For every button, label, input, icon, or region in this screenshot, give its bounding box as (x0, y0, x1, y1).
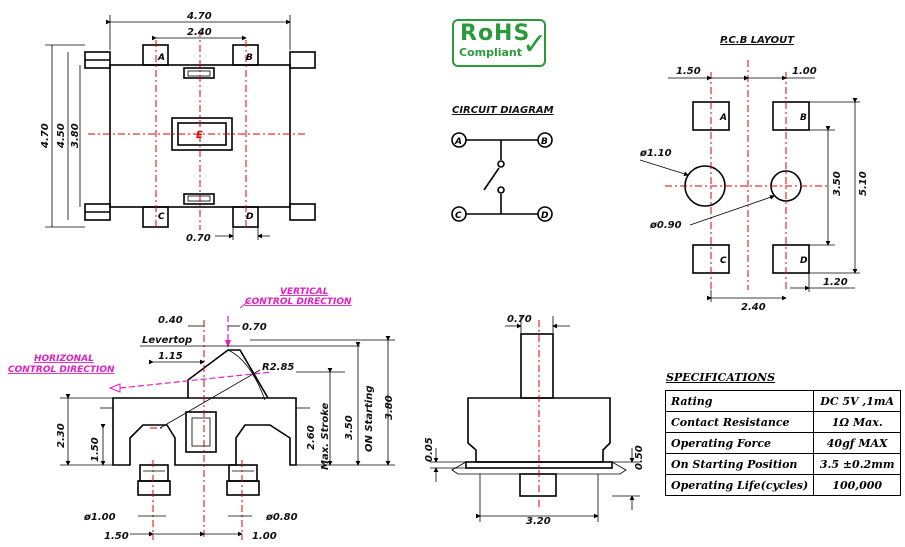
pcb-pad-label-b: B (800, 113, 807, 123)
circuit-node-a: A (454, 137, 462, 147)
dim-230: 2.30 (56, 423, 67, 448)
spec-label: Operating Force (664, 432, 815, 454)
specifications-title: SPECIFICATIONS (666, 371, 776, 384)
front-dim-left: 0.05 (424, 437, 435, 462)
rohs-text: RoHS (460, 21, 531, 46)
dim-height-inner: 3.80 (70, 123, 81, 148)
pcb-pad-b (772, 101, 810, 131)
dim-height-outer: 4.70 (40, 123, 51, 149)
horizontal-label-1: HORIZONAL (34, 354, 94, 364)
vertical-label-1: VERTICAL (280, 287, 329, 297)
pcb-pad-label-d: D (800, 256, 808, 266)
pcb-layout: P.C.B LAYOUT A B C D 1.50 1.00 ø1.10 ø0.… (639, 35, 869, 313)
circuit-title: CIRCUIT DIAGRAM (452, 105, 554, 116)
dim-b100: 1.00 (252, 531, 277, 542)
dim-height-mid: 4.50 (56, 123, 67, 149)
pcb-pad-d (772, 244, 810, 274)
spec-label: Contact Resistance (664, 411, 815, 433)
spec-label: On Starting Position (664, 453, 815, 475)
spec-value: DC 5V ,1mA (813, 390, 902, 412)
spec-label: Rating (664, 390, 815, 412)
on-starting-label: ON Starting (364, 386, 375, 453)
pcb-title: P.C.B LAYOUT (720, 35, 795, 46)
pcb-hole-small-label: ø0.90 (649, 220, 682, 231)
top-view: A B C D E 4.70 2.40 4.70 4.50 3.80 0.70 (40, 11, 316, 244)
dim-150: 1.50 (90, 437, 101, 462)
dim-115: 1.15 (158, 351, 183, 362)
dim-380: 3.80 (384, 395, 395, 420)
levertop-label: Levertop (142, 335, 192, 346)
dim-pad-width: 0.70 (186, 233, 211, 244)
pin-dia-1: ø1.00 (83, 512, 116, 523)
pcb-pad-label-a: A (719, 113, 727, 123)
dim-070: 0.70 (242, 322, 267, 333)
table-row: Operating Life(cycles)100,000 (664, 474, 902, 496)
pcb-dim-left: 1.50 (676, 66, 701, 77)
circuit-node-c: C (455, 211, 462, 221)
top-pad-label-c: C (158, 212, 165, 222)
pcb-dim-span: 2.40 (741, 302, 766, 313)
pin-dia-2: ø0.80 (265, 512, 298, 523)
pcb-dim-pad-w: 1.20 (823, 277, 848, 288)
checkmark-icon: ✓ (522, 27, 548, 62)
radius-285: R2.85 (262, 362, 294, 373)
front-dim-top: 0.70 (507, 314, 532, 325)
spec-label: Operating Life(cycles) (664, 474, 815, 496)
horizontal-label-2: CONTROL DIRECTION (8, 365, 115, 375)
side-view: VERTICAL CONTROL DIRECTION HORIZONAL CON… (8, 287, 395, 542)
circuit-diagram: CIRCUIT DIAGRAM A B C D (451, 105, 554, 222)
max-stroke-label: Max. Stroke (320, 402, 331, 470)
top-pad-label-a: A (157, 53, 165, 63)
dim-260: 2.60 (306, 425, 317, 450)
vertical-label-2: CONTROL DIRECTION (245, 297, 352, 307)
top-pad-label-b: B (246, 53, 253, 63)
pcb-dim-v-inner: 3.50 (832, 171, 843, 196)
pcb-dim-v-outer: 5.10 (858, 171, 869, 196)
spec-value: 3.5 ±0.2mm (813, 453, 902, 475)
front-view: 0.70 0.05 0.50 3.20 (424, 314, 645, 527)
pcb-dim-right: 1.00 (792, 66, 817, 77)
circuit-node-b: B (541, 137, 548, 147)
dim-pad-span: 2.40 (187, 27, 212, 38)
center-label-e: E (196, 130, 203, 141)
spec-value: 1Ω Max. (813, 411, 902, 433)
pcb-hole-large-label: ø1.10 (639, 148, 672, 159)
spec-value: 100,000 (813, 474, 902, 496)
rohs-compliant-text: Compliant (459, 46, 523, 59)
pcb-pad-label-c: C (720, 256, 727, 266)
dim-040: 0.40 (158, 315, 183, 326)
front-dim-right: 0.50 (634, 445, 645, 470)
front-dim-bottom: 3.20 (526, 516, 551, 527)
rohs-logo: RoHS Compliant ✓ (452, 19, 548, 67)
dim-b150: 1.50 (104, 531, 129, 542)
spec-value: 40gf MAX (813, 432, 902, 454)
circuit-node-d: D (541, 211, 549, 221)
dim-350: 3.50 (344, 415, 355, 440)
dim-width: 4.70 (186, 11, 212, 22)
top-pad-label-d: D (246, 212, 254, 222)
